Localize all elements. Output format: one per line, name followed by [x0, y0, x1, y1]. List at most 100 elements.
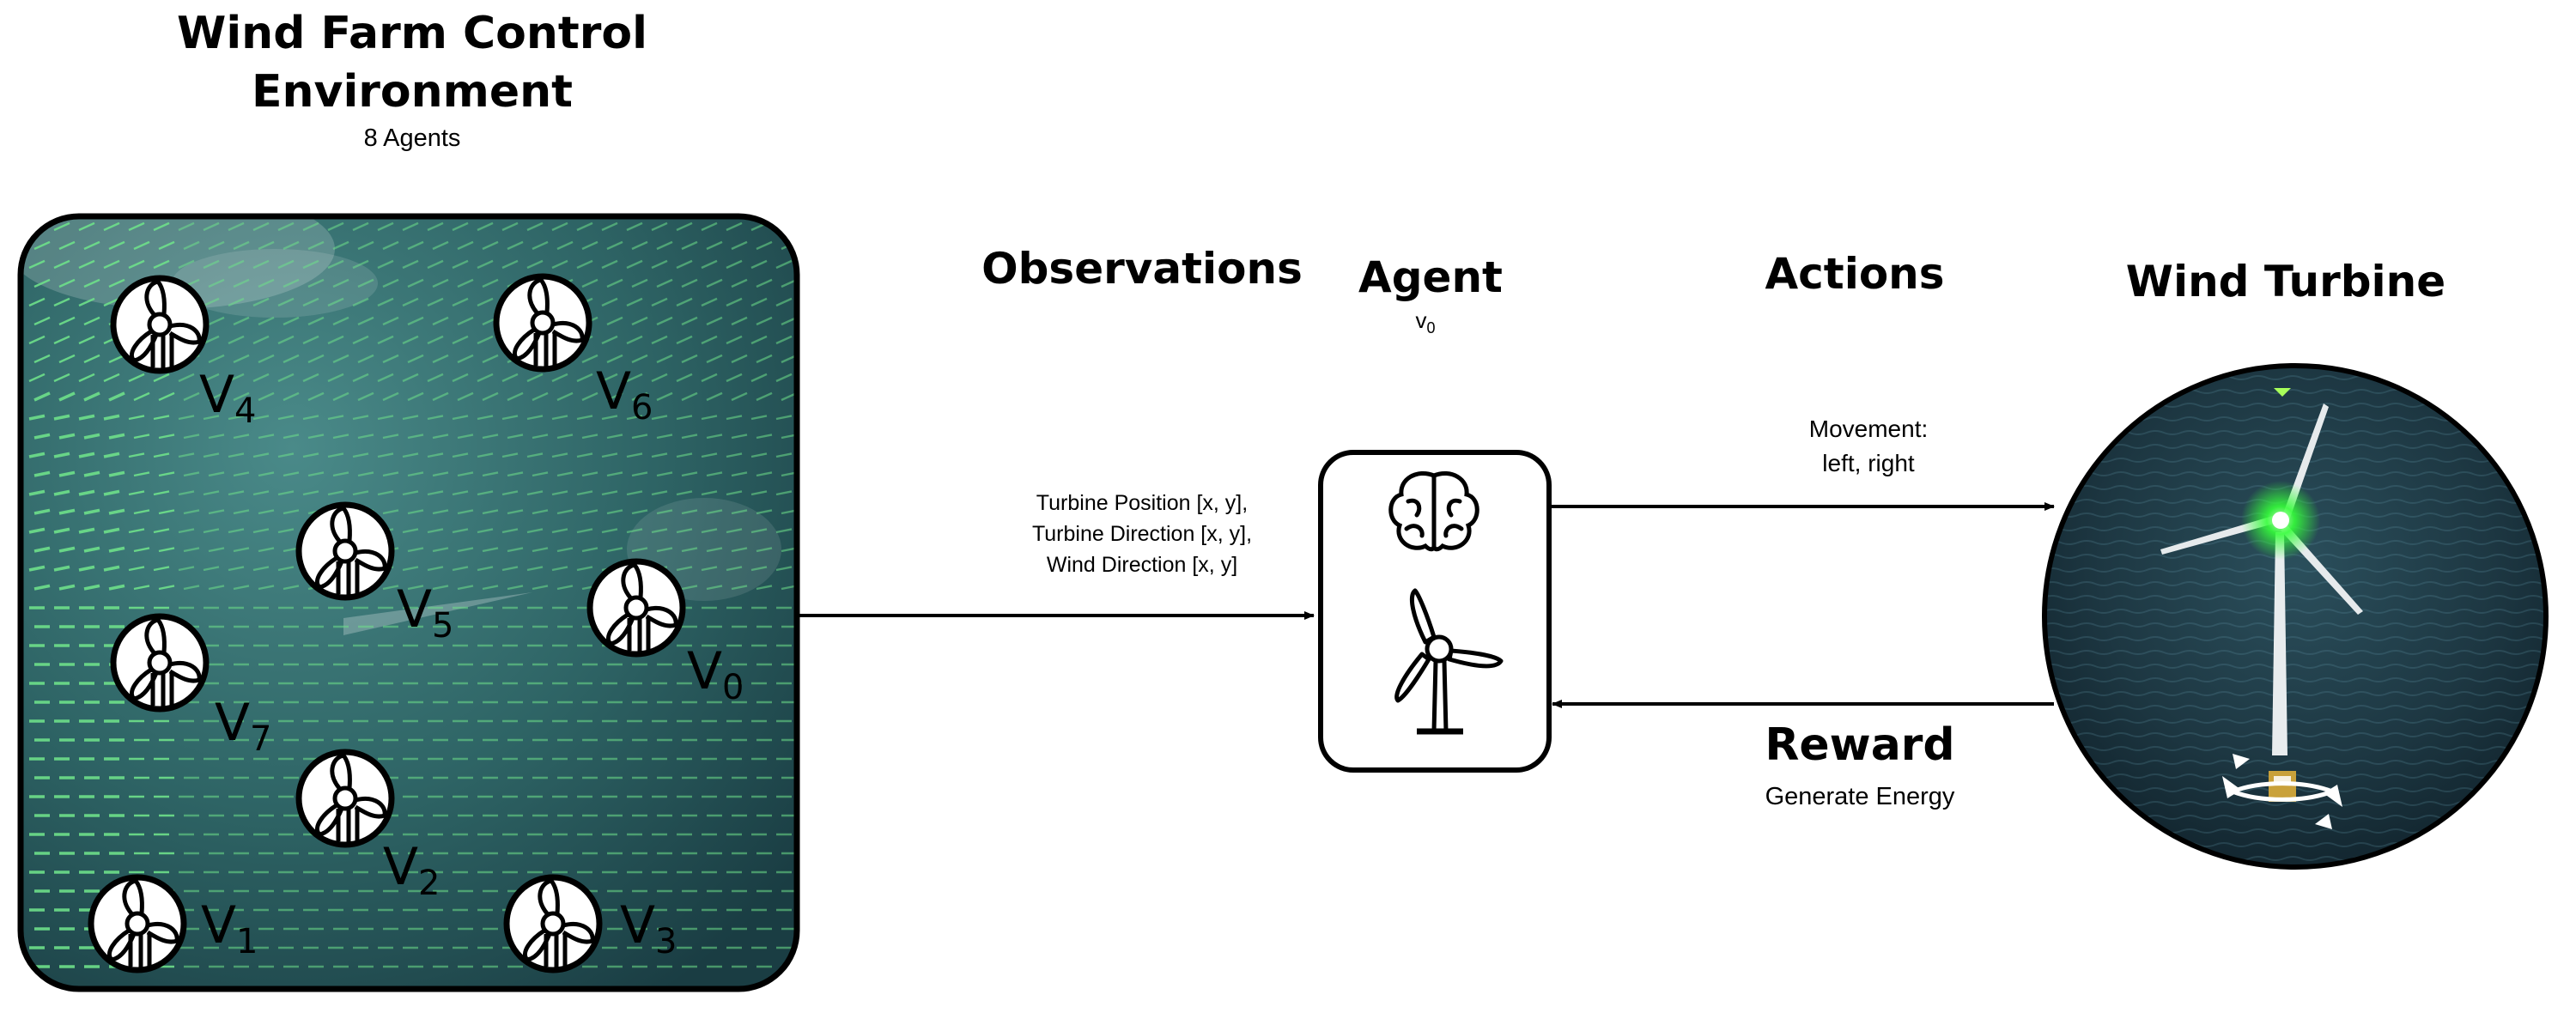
wind-arrow: [731, 547, 748, 553]
wind-arrow: [258, 391, 275, 402]
wind-arrow: [482, 585, 499, 591]
wind-arrow: [457, 509, 474, 515]
wind-arrow: [252, 528, 270, 534]
wind-arrow: [501, 415, 519, 421]
turbine-icon: [299, 505, 392, 597]
wind-arrow: [631, 509, 648, 515]
wind-arrow: [526, 490, 544, 496]
wind-arrow: [28, 565, 46, 572]
wind-arrow: [576, 259, 593, 270]
wind-arrow: [407, 240, 424, 251]
wind-arrow: [103, 373, 120, 383]
wind-arrow: [352, 452, 369, 458]
wind-arrow: [631, 547, 648, 553]
actions-line-1: Movement:: [1809, 415, 1929, 442]
wind-arrow: [83, 470, 100, 477]
wind-arrow: [58, 433, 76, 440]
wind-arrow: [153, 490, 170, 496]
wind-arrow: [556, 509, 574, 515]
wind-arrow: [357, 354, 374, 364]
wind-arrow: [432, 509, 449, 515]
wind-arrow: [183, 391, 200, 402]
wind-arrow: [307, 240, 325, 251]
sea-wave: [2044, 719, 2546, 724]
wind-arrow: [327, 259, 344, 270]
wind-arrow: [731, 509, 748, 515]
wind-arrow: [283, 471, 300, 477]
environment-title-line2: Environment: [252, 66, 573, 118]
wind-arrow: [307, 278, 325, 288]
sea-wave: [2044, 444, 2546, 449]
wind-arrow: [551, 259, 568, 270]
wind-arrow: [377, 373, 394, 383]
wind-arrow: [357, 434, 374, 440]
wind-arrow: [581, 354, 598, 364]
wind-arrow: [283, 434, 300, 440]
wind-arrow: [676, 335, 693, 345]
wind-arrow: [53, 373, 70, 383]
wind-arrow: [382, 391, 399, 402]
wind-arrow: [128, 415, 145, 421]
wind-arrow: [701, 528, 718, 534]
wind-arrow: [681, 354, 698, 364]
wind-arrow: [233, 434, 250, 440]
wind-arrow: [457, 316, 474, 326]
wind-arrow: [33, 391, 51, 402]
turbine-icon: [113, 616, 206, 709]
wind-arrow: [327, 373, 344, 383]
wind-arrow: [158, 509, 175, 515]
wind-arrow: [33, 470, 51, 477]
wind-arrow: [83, 316, 100, 326]
wind-arrow: [252, 566, 270, 572]
wind-arrow: [726, 221, 743, 232]
wind-arrow: [28, 452, 46, 458]
wind-arrow: [477, 490, 494, 496]
wind-arrow: [656, 509, 673, 515]
label-v3: V3: [620, 895, 677, 961]
wind-arrow: [626, 415, 643, 421]
wind-arrow: [551, 221, 568, 232]
wind-arrow: [377, 259, 394, 270]
wind-arrow: [83, 546, 100, 553]
wind-arrow: [28, 297, 46, 307]
wind-arrow: [477, 259, 494, 270]
wind-arrow: [750, 335, 768, 345]
wind-arrow: [631, 471, 648, 477]
wind-arrow: [457, 391, 474, 402]
wind-arrow: [33, 278, 51, 288]
wind-arrow: [103, 527, 120, 534]
wind-arrow: [526, 528, 544, 534]
wind-arrow: [307, 316, 325, 326]
wind-arrow: [626, 297, 643, 307]
wind-arrow: [706, 547, 723, 553]
wind-arrow: [701, 221, 718, 232]
wind-arrow: [258, 471, 275, 477]
wind-arrow: [277, 335, 295, 345]
wind-arrow: [228, 335, 245, 345]
wind-arrow: [631, 278, 648, 288]
wind-arrow: [775, 566, 793, 572]
wind-arrow: [756, 434, 773, 440]
wind-arrow: [706, 391, 723, 402]
wind-arrow: [756, 547, 773, 553]
wind-arrow: [178, 373, 195, 383]
wind-arrow: [576, 490, 593, 496]
wind-arrow: [332, 240, 349, 251]
wind-arrow: [601, 373, 618, 383]
wind-arrow: [457, 434, 474, 440]
wind-arrow: [233, 547, 250, 553]
wind-arrow: [103, 297, 120, 307]
wind-arrow: [750, 415, 768, 421]
wind-arrow: [507, 391, 524, 402]
wind-arrow: [556, 585, 574, 591]
wind-arrow: [581, 547, 598, 553]
wind-arrow: [477, 373, 494, 383]
wind-arrow: [58, 546, 76, 553]
wind-arrow: [33, 316, 51, 326]
wind-arrow: [407, 278, 424, 288]
turbine-v1: [91, 877, 184, 970]
wind-arrow: [133, 240, 150, 251]
wind-arrow: [457, 354, 474, 364]
wind-arrow: [581, 391, 598, 402]
wind-arrow: [352, 415, 369, 421]
